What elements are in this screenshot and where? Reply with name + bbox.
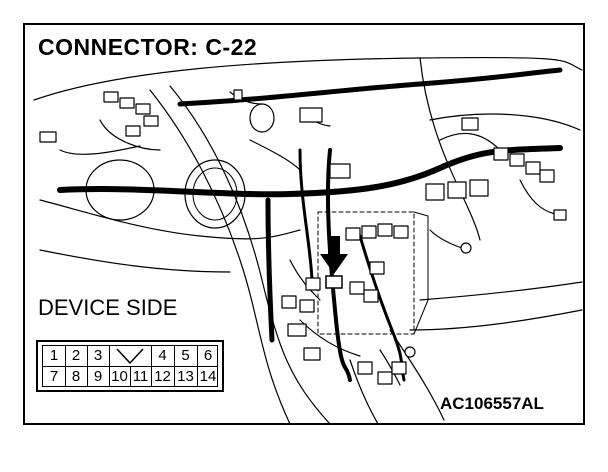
connector-key-icon (116, 348, 144, 365)
pin-divider (151, 367, 152, 387)
figure-border (23, 23, 585, 425)
dashboard-illustration (33, 56, 583, 425)
pin-8: 8 (71, 368, 81, 385)
pin-10: 10 (111, 368, 128, 385)
pin-12: 12 (154, 368, 171, 385)
connector-pointer-arrow (320, 236, 348, 274)
pin-divider (87, 346, 88, 366)
pin-7: 7 (49, 368, 59, 385)
pin-divider (130, 367, 131, 387)
pin-divider (65, 346, 66, 366)
pin-divider (109, 346, 110, 366)
pin-6: 6 (203, 347, 213, 364)
connector-title: CONNECTOR: C-22 (38, 34, 258, 60)
pin-divider (65, 367, 66, 387)
figure-id: AC106557AL (440, 394, 544, 413)
pin-2: 2 (71, 347, 81, 364)
pin-divider (109, 367, 110, 387)
connector-pin-diagram: 1 2 3 4 5 6 7 8 9 10 11 12 13 14 (36, 340, 224, 392)
pin-divider (174, 346, 175, 366)
pin-divider (197, 346, 198, 366)
pin-9: 9 (93, 368, 103, 385)
pin-divider (197, 367, 198, 387)
pin-4: 4 (158, 347, 167, 364)
pin-divider (151, 346, 152, 366)
pin-11: 11 (132, 368, 149, 385)
pin-5: 5 (181, 347, 190, 364)
pin-row-divider (43, 366, 217, 367)
pin-13: 13 (177, 368, 194, 385)
pin-3: 3 (93, 347, 103, 364)
device-side-label: DEVICE SIDE (38, 295, 178, 320)
pin-diagram-inner: 1 2 3 4 5 6 7 8 9 10 11 12 13 14 (42, 345, 218, 387)
pin-divider (174, 367, 175, 387)
pin-1: 1 (49, 347, 59, 364)
pin-divider (87, 367, 88, 387)
pin-14: 14 (199, 368, 217, 385)
target-connector (325, 275, 343, 289)
